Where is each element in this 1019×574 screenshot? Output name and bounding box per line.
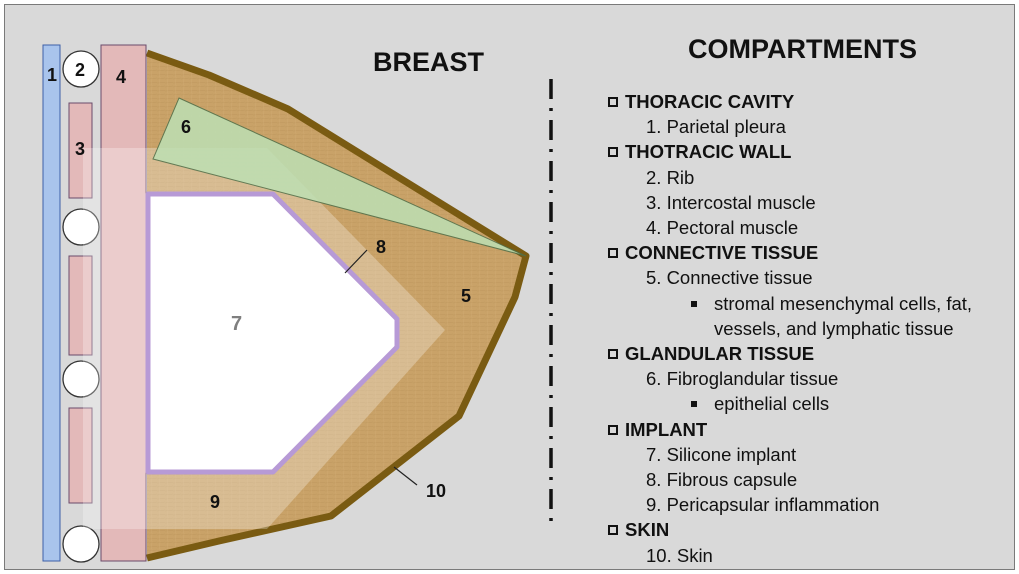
label-pectoral: 4 (116, 67, 126, 87)
category-heading: IMPLANT (608, 417, 972, 442)
label-intercostal: 3 (75, 139, 85, 159)
list-item: 3. Intercostal muscle (608, 190, 972, 215)
list-item: 4. Pectoral muscle (608, 215, 972, 240)
category-title: CONNECTIVE TISSUE (625, 242, 818, 263)
list-item: 7. Silicone implant (608, 442, 972, 467)
sub-item-text: vessels, and lymphatic tissue (714, 318, 954, 339)
sub-item: stromal mesenchymal cells, fat, (608, 291, 972, 316)
category-title: THORACIC CAVITY (625, 91, 794, 112)
label-skin: 10 (426, 481, 446, 501)
rib (63, 526, 99, 562)
figure-panel: 1 2 3 4 5 6 7 8 9 10 BREAST COMPARTMENTS… (4, 4, 1015, 570)
category-title: GLANDULAR TISSUE (625, 343, 814, 364)
list-item: 6. Fibroglandular tissue (608, 366, 972, 391)
category-heading: SKIN (608, 517, 972, 542)
sub-item: epithelial cells (608, 391, 972, 416)
breast-title: BREAST (373, 47, 484, 78)
category-title: THOTRACIC WALL (625, 141, 791, 162)
label-inflammation: 9 (210, 492, 220, 512)
label-implant: 7 (231, 313, 242, 335)
list-item: 5. Connective tissue (608, 265, 972, 290)
checkbox-icon (608, 147, 618, 157)
category-heading: THOTRACIC WALL (608, 139, 972, 164)
category-title: IMPLANT (625, 419, 707, 440)
category-title: SKIN (625, 519, 669, 540)
list-item: 2. Rib (608, 165, 972, 190)
compartment-list: THORACIC CAVITY 1. Parietal pleura THOTR… (608, 89, 972, 568)
list-item: 10. Skin (608, 543, 972, 568)
list-item: 8. Fibrous capsule (608, 467, 972, 492)
label-connective: 5 (461, 286, 471, 306)
sub-item: vessels, and lymphatic tissue (608, 316, 972, 341)
sub-item-text: epithelial cells (714, 393, 829, 414)
list-item: 9. Pericapsular inflammation (608, 492, 972, 517)
bullet-square-icon (691, 301, 697, 307)
bullet-square-icon (691, 401, 697, 407)
checkbox-icon (608, 97, 618, 107)
category-heading: THORACIC CAVITY (608, 89, 972, 114)
label-glandular: 6 (181, 117, 191, 137)
checkbox-icon (608, 349, 618, 359)
category-heading: CONNECTIVE TISSUE (608, 240, 972, 265)
label-rib: 2 (75, 60, 85, 80)
sub-item-text: stromal mesenchymal cells, fat, (714, 293, 972, 314)
skin-leader-line (394, 467, 417, 485)
checkbox-icon (608, 248, 618, 258)
parietal-pleura (43, 45, 60, 561)
label-pleura: 1 (47, 65, 57, 85)
list-item: 1. Parietal pleura (608, 114, 972, 139)
compartments-title: COMPARTMENTS (688, 34, 917, 65)
label-capsule: 8 (376, 237, 386, 257)
checkbox-icon (608, 425, 618, 435)
checkbox-icon (608, 525, 618, 535)
category-heading: GLANDULAR TISSUE (608, 341, 972, 366)
